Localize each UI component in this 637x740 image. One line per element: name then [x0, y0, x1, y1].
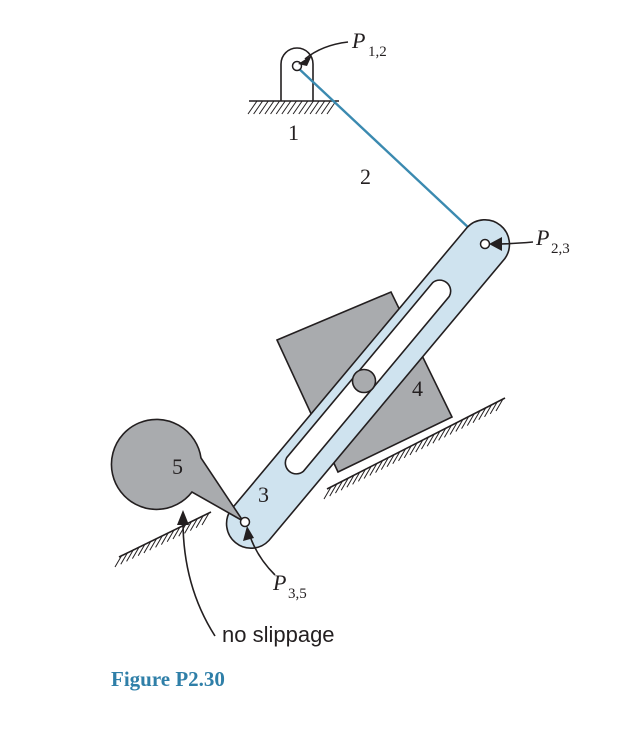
hatch-line — [247, 100, 258, 115]
hatch-line — [329, 483, 338, 497]
label-p12-main: P — [351, 28, 365, 53]
hatch-line — [352, 472, 361, 485]
hatch-line — [363, 466, 372, 479]
hatch-line — [143, 540, 152, 554]
ground-link-1 — [247, 47, 339, 115]
ground-cam-5 — [114, 511, 212, 568]
hatch-line — [346, 475, 355, 488]
hatch-line — [340, 477, 349, 491]
hatch-line — [484, 404, 492, 418]
hatch-line — [287, 100, 297, 115]
leader-p35 — [243, 526, 276, 576]
leader-no-slippage — [177, 510, 216, 637]
hatch-line — [258, 100, 269, 115]
label-no-slippage: no slippage — [222, 622, 335, 647]
ground-hatch-4 — [323, 398, 504, 500]
hatch-line — [155, 535, 164, 548]
joint-p35 — [239, 516, 251, 528]
hatch-line — [166, 529, 175, 543]
hatch-line — [126, 549, 135, 562]
hatch-line — [398, 448, 406, 462]
hatch-line — [281, 100, 292, 115]
hatch-line — [335, 480, 343, 494]
hatch-line — [160, 532, 169, 545]
hatch-line — [432, 431, 441, 444]
hatch-line — [304, 100, 314, 115]
leader-p23 — [489, 237, 534, 251]
hatch-line — [201, 512, 210, 526]
hatch-line — [415, 439, 424, 453]
hatch-line — [392, 451, 401, 465]
hatch-line — [478, 407, 487, 421]
hatch-line — [449, 422, 458, 435]
cam-link-5 — [110, 418, 244, 522]
hatch-line — [489, 401, 498, 415]
hatch-line — [114, 554, 123, 568]
hatch-line — [172, 526, 181, 540]
hatch-line — [466, 413, 475, 426]
label-link-5: 5 — [172, 454, 183, 479]
label-p12-sub: 1,2 — [368, 44, 387, 60]
hatch-line — [253, 100, 264, 115]
label-link-1: 1 — [288, 120, 299, 145]
label-link-2: 2 — [360, 164, 371, 189]
leader-p12 — [298, 41, 349, 66]
joint-p23 — [479, 238, 491, 250]
label-p35-main: P — [272, 570, 286, 595]
hatch-line — [315, 100, 326, 115]
hatch-line — [131, 546, 140, 559]
hatch-line — [149, 537, 158, 551]
figure-caption: Figure P2.30 — [111, 667, 225, 691]
hatch-line — [357, 469, 366, 482]
hatch-line — [270, 100, 280, 115]
hatch-line — [189, 518, 198, 531]
hatch-line — [120, 551, 129, 565]
hatch-line — [380, 457, 389, 470]
hatch-line — [323, 486, 332, 500]
hatch-line — [275, 100, 286, 115]
hatch-line — [264, 100, 275, 115]
hatch-line — [426, 433, 435, 447]
ground-incline-4 — [323, 397, 506, 500]
hatch-line — [409, 442, 418, 456]
label-link-3: 3 — [258, 482, 269, 507]
hatch-line — [375, 460, 384, 473]
hatch-line — [184, 521, 193, 534]
hatch-line — [195, 515, 204, 529]
hatch-line — [461, 416, 470, 429]
hatch-line — [320, 100, 331, 115]
hatch-line — [386, 454, 395, 467]
label-link-4: 4 — [412, 376, 423, 401]
hatch-line — [292, 100, 303, 115]
block-4-pin — [351, 368, 377, 394]
label-p23-sub: 2,3 — [551, 241, 570, 257]
hatch-line — [403, 445, 412, 459]
ground-hatch-1 — [247, 100, 337, 115]
hatch-line — [298, 100, 309, 115]
label-p23-main: P — [535, 225, 549, 250]
label-p35-sub: 3,5 — [288, 586, 307, 602]
hatch-line — [178, 523, 187, 537]
hatch-line — [309, 100, 320, 115]
hatch-line — [137, 543, 146, 557]
hatch-line — [455, 419, 464, 432]
link-2 — [295, 65, 487, 245]
hatch-line — [495, 398, 504, 412]
ground-hatch-5 — [114, 512, 210, 568]
hatch-line — [369, 463, 378, 476]
hatch-line — [421, 436, 429, 450]
hatch-line — [443, 425, 452, 438]
hatch-line — [438, 428, 447, 441]
hatch-line — [472, 410, 481, 423]
